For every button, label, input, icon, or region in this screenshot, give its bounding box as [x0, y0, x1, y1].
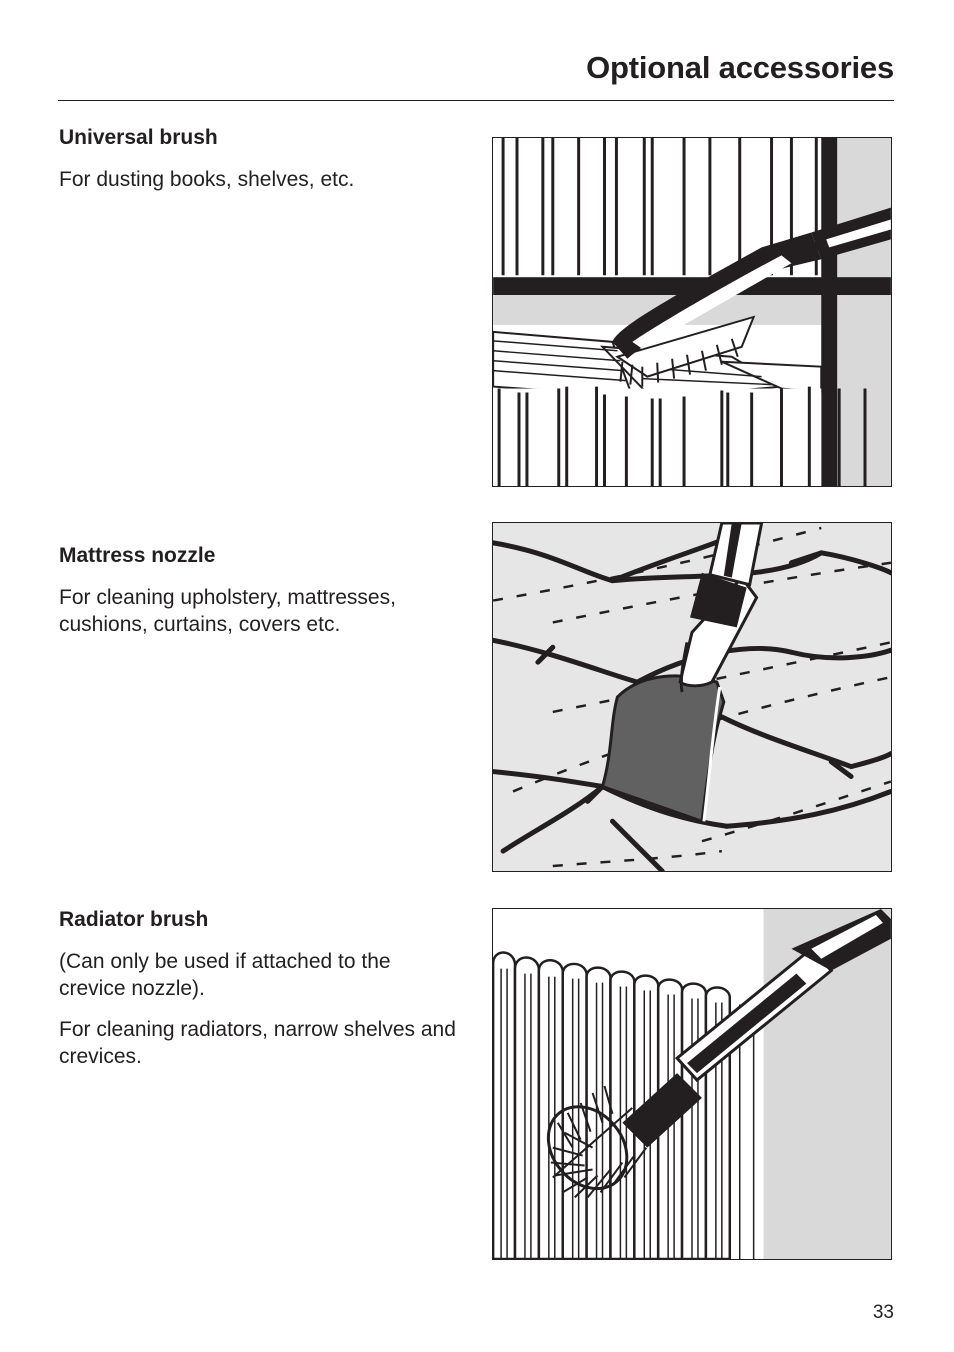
section-text-mattress-nozzle: For cleaning upholstery, mattresses, cus… [59, 586, 396, 636]
illustration-mattress-nozzle [492, 522, 892, 872]
section-heading-mattress-nozzle: Mattress nozzle [59, 544, 216, 567]
section-heading-radiator-brush: Radiator brush [59, 908, 209, 931]
title-rule [58, 100, 894, 101]
section-text-radiator-brush-2: For cleaning radiators, narrow shelves a… [59, 1018, 456, 1068]
illustration-radiator-brush [492, 908, 892, 1260]
section-heading-universal-brush: Universal brush [59, 126, 218, 149]
section-text-radiator-brush-1: (Can only be used if attached to the cre… [59, 950, 391, 1000]
page-number: 33 [872, 1302, 894, 1323]
section-text-universal-brush: For dusting books, shelves, etc. [59, 168, 355, 191]
illustration-universal-brush [492, 137, 892, 487]
page-title: Optional accessories [586, 50, 894, 85]
